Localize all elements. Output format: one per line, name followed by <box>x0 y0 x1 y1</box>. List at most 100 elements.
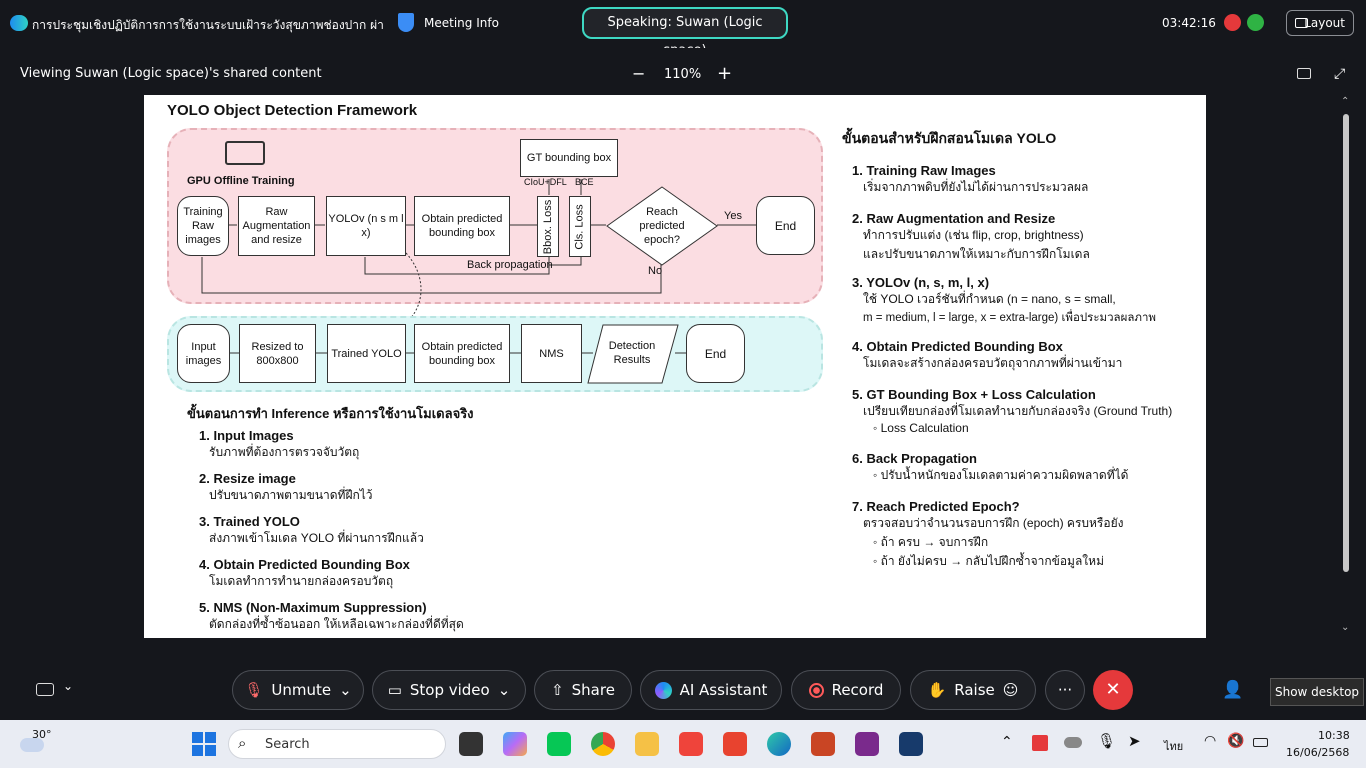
yolov-box: YOLOv (n s m l x) <box>326 196 406 256</box>
search-placeholder: Search <box>265 737 310 752</box>
training-step-line: ใช้ YOLO เวอร์ชันที่กำหนด (n = nano, s =… <box>863 292 1116 306</box>
taskbar-search[interactable]: ⌕ Search <box>228 729 446 759</box>
weather-cloud-icon[interactable] <box>20 738 44 752</box>
inference-step-desc: ส่งภาพเข้าโมเดล YOLO ที่ผ่านการฝึกแล้ว <box>209 531 424 545</box>
fullscreen-icon[interactable]: ⤢ <box>1334 66 1346 82</box>
meeting-title[interactable]: การประชุมเชิงปฏิบัติการการใช้งานระบบเฝ้า… <box>32 18 384 32</box>
layout-icon <box>1295 18 1308 28</box>
ai-assistant-button[interactable]: AI Assistant <box>640 670 782 710</box>
epoch-decision-diamond <box>606 186 718 266</box>
record-label: Record <box>831 681 884 699</box>
training-step-line: ◦ ถ้า ครบ → จบการฝึก <box>863 535 989 549</box>
webex-app-icon[interactable] <box>899 732 923 756</box>
participants-icon[interactable]: 👤 <box>1222 680 1244 700</box>
training-end-box: End <box>756 196 815 255</box>
inference-connectors <box>230 352 686 354</box>
share-button[interactable]: ⇧ Share <box>534 670 632 710</box>
training-step-line: ◦ Loss Calculation <box>863 421 969 435</box>
share-bar: Viewing Suwan (Logic space)'s shared con… <box>0 48 1366 94</box>
task-view-icon[interactable] <box>459 732 483 756</box>
battery-icon[interactable] <box>1253 738 1268 747</box>
end-call-button[interactable]: ✕ <box>1093 670 1133 710</box>
search-icon: ⌕ <box>238 734 247 752</box>
captions-chevron-icon[interactable]: ⌄ <box>63 679 74 693</box>
shield-icon[interactable] <box>398 13 414 32</box>
tray-mic-muted-icon[interactable]: 🎙 <box>1097 732 1117 750</box>
wps-office-icon[interactable] <box>723 732 747 756</box>
yes-label: Yes <box>724 210 742 222</box>
detection-results-label: Detection Results <box>608 340 656 366</box>
webex-logo-icon <box>10 15 28 31</box>
gpu-icon <box>225 141 265 165</box>
line-app-icon[interactable] <box>547 732 571 756</box>
network-status-icon[interactable] <box>1247 14 1264 31</box>
training-step: 1. Training Raw Images เริ่มจากภาพดิบที่… <box>852 163 1202 211</box>
cls-loss-label: Cls. Loss <box>574 203 586 250</box>
meeting-info-label[interactable]: Meeting Info <box>424 16 499 30</box>
reactions-icon[interactable]: ☺ <box>1002 681 1019 699</box>
layout-button[interactable]: Layout <box>1286 10 1354 36</box>
chrome-icon[interactable] <box>591 732 615 756</box>
file-explorer-icon[interactable] <box>635 732 659 756</box>
training-step-title: 1. Training Raw Images <box>852 163 996 178</box>
taskbar-time[interactable]: 10:38 <box>1318 729 1350 742</box>
meeting-controls: ⌄ 🎙 Unmute ⌄ ▭ Stop video ⌄ ⇧ Share AI A… <box>0 660 1366 720</box>
chevron-down-icon[interactable]: ⌄ <box>497 681 511 699</box>
speaking-indicator: Speaking: Suwan (Logic space) <box>582 7 788 58</box>
unmute-button[interactable]: 🎙 Unmute ⌄ <box>232 670 364 710</box>
obtain-predicted-box-infer: Obtain predicted bounding box <box>414 324 510 383</box>
chevron-down-icon[interactable]: ⌄ <box>339 681 352 699</box>
training-connectors <box>201 179 756 324</box>
stop-video-label: Stop video <box>409 681 490 699</box>
unmute-label: Unmute <box>271 681 332 699</box>
training-step-line: และปรับขนาดภาพให้เหมาะกับการฝึกโมเดล <box>863 247 1090 261</box>
more-options-button[interactable]: ··· <box>1045 670 1085 710</box>
show-hidden-icons-icon[interactable]: ⌃ <box>1001 734 1013 750</box>
windows-taskbar: 30° ⌕ Search ⌃ 🎙 ➤ ไทย ◠ 🔇 10:38 16/06/2… <box>0 720 1366 768</box>
inference-step-desc: ปรับขนาดภาพตามขนาดที่ฝึกไว้ <box>209 488 373 502</box>
pop-out-icon[interactable] <box>1297 68 1311 79</box>
scroll-up-icon[interactable]: ⌃ <box>1341 96 1350 107</box>
bce-tag: BCE <box>575 177 594 187</box>
stop-video-button[interactable]: ▭ Stop video ⌄ <box>372 670 526 710</box>
training-step-line: ◦ ปรับน้ำหนักของโมเดลตามค่าความผิดพลาดที… <box>863 468 1129 482</box>
copilot-icon[interactable] <box>503 732 527 756</box>
zoom-out-button[interactable]: − <box>632 64 646 83</box>
inference-step-title: 1. Input Images <box>199 428 294 443</box>
bbox-loss-label: Bbox. Loss <box>542 199 555 254</box>
share-icon: ⇧ <box>551 681 564 699</box>
slide-title: YOLO Object Detection Framework <box>167 102 418 119</box>
edge-icon[interactable] <box>767 732 791 756</box>
record-button[interactable]: Record <box>791 670 901 710</box>
zoom-in-button[interactable]: + <box>717 63 733 84</box>
video-camera-icon: ▭ <box>387 681 402 699</box>
wifi-icon[interactable]: ◠ <box>1204 733 1217 749</box>
inference-heading: ขั้นตอนการทำ Inference หรือการใช้งานโมเด… <box>187 406 474 421</box>
inference-step: 5. NMS (Non-Maximum Suppression) ตัดกล่อ… <box>199 600 619 638</box>
training-heading: ขั้นตอนสำหรับฝึกสอนโมเดล YOLO <box>842 130 1057 146</box>
captions-icon[interactable] <box>36 683 54 696</box>
shared-content: YOLO Object Detection Framework GPU Offl… <box>144 95 1206 638</box>
language-indicator[interactable]: ไทย <box>1164 740 1184 753</box>
content-scrollbar[interactable]: ⌃ ⌄ <box>1340 96 1352 638</box>
no-label: No <box>648 265 663 277</box>
training-step: 5. GT Bounding Box + Loss Calculation เป… <box>852 387 1202 451</box>
pdf-app-icon[interactable] <box>855 732 879 756</box>
raise-hand-button[interactable]: ✋ Raise ☺ <box>910 670 1036 710</box>
tray-location-icon[interactable]: ➤ <box>1128 732 1141 750</box>
anydesk-icon[interactable] <box>679 732 703 756</box>
scroll-thumb[interactable] <box>1343 114 1349 572</box>
powerpoint-icon[interactable] <box>811 732 835 756</box>
raise-hand-icon: ✋ <box>927 681 947 699</box>
start-icon[interactable] <box>192 732 216 756</box>
tray-onedrive-icon[interactable] <box>1064 737 1082 748</box>
training-step-line: เริ่มจากภาพดิบที่ยังไม่ได้ผ่านการประมวลผ… <box>863 180 1089 194</box>
scroll-down-icon[interactable]: ⌄ <box>1341 622 1350 633</box>
bbox-loss-box: Bbox. Loss <box>537 196 559 257</box>
taskbar-date[interactable]: 16/06/2568 <box>1286 746 1350 759</box>
training-step-title: 3. YOLOv (n, s, m, l, x) <box>852 275 990 290</box>
volume-muted-icon[interactable]: 🔇 <box>1227 733 1245 749</box>
tray-anydesk-icon[interactable] <box>1032 735 1048 751</box>
training-step: 6. Back Propagation ◦ ปรับน้ำหนักของโมเด… <box>852 451 1202 499</box>
gpu-training-label: GPU Offline Training <box>187 175 295 187</box>
